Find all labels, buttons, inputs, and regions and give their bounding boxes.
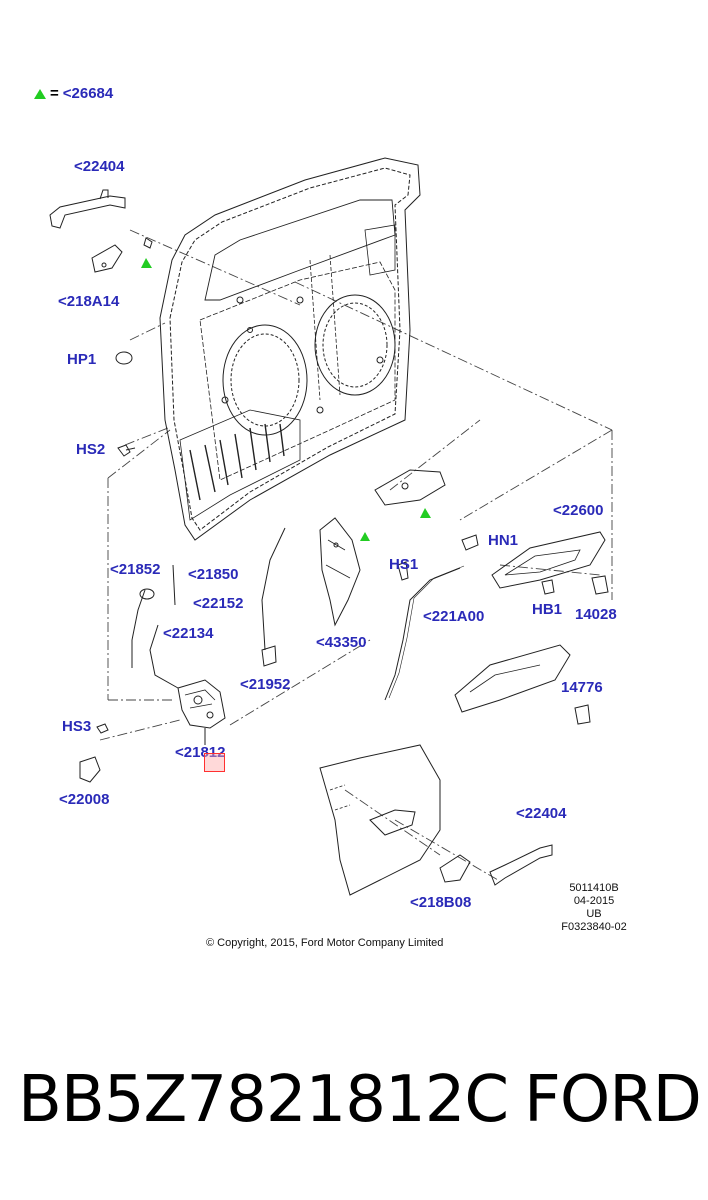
- callout-43350: <43350: [316, 634, 367, 651]
- leader-guide-lines: [99, 229, 613, 881]
- callout-22404-top: <22404: [74, 158, 125, 175]
- callout-221A00: <221A00: [423, 608, 485, 625]
- exterior-handle-rear: [489, 844, 553, 886]
- clip-21952: [261, 645, 277, 667]
- green-triangle-markers: [141, 258, 431, 541]
- callout-22152: <22152: [193, 595, 244, 612]
- door-outer-panel-lower: [319, 744, 441, 896]
- cable-221A00: [384, 565, 465, 701]
- callout-HS2: HS2: [76, 441, 106, 458]
- meta-line-3: UB: [586, 908, 602, 920]
- rod-22152: [261, 527, 286, 651]
- callout-21952: <21952: [240, 676, 291, 693]
- green-triangle-icon: [34, 88, 46, 99]
- meta-line-2: 04-2015: [573, 895, 615, 907]
- brand-name: FORD: [524, 1063, 702, 1137]
- switch-14776: [574, 704, 591, 725]
- plug-hp1: [115, 351, 133, 365]
- callout-21852: <21852: [110, 561, 161, 578]
- callout-22134: <22134: [163, 625, 214, 642]
- callout-218A14: <218A14: [58, 293, 120, 310]
- meta-line-1: 5011410B: [569, 882, 619, 894]
- reinforcement-43350: [319, 517, 361, 627]
- meta-line-4: F0323840-02: [561, 921, 627, 933]
- callout-22008: <22008: [59, 791, 110, 808]
- callout-22404-bottom: <22404: [516, 805, 567, 822]
- latch-rod-21852: [131, 588, 155, 668]
- legend-text: <26684: [62, 85, 114, 102]
- handle-bezel-rear: [439, 854, 471, 883]
- callout-HP1: HP1: [67, 351, 97, 368]
- callout-22600: <22600: [553, 502, 604, 519]
- screw-hs3: [96, 723, 109, 734]
- rod-22134: [149, 624, 179, 689]
- legend: = <26684: [34, 85, 113, 102]
- callout-HS1: HS1: [389, 556, 419, 573]
- handle-bezel-front: [91, 244, 123, 273]
- exterior-handle-front: [49, 189, 126, 229]
- legend-equals: =: [50, 85, 59, 102]
- hn1-part: [461, 534, 479, 551]
- diagram-meta: 5011410B 04-2015 UB F0323840-02: [548, 882, 640, 934]
- callout-218B08: <218B08: [410, 894, 472, 911]
- screw-hs1: [397, 561, 409, 581]
- callout-HB1: HB1: [532, 601, 563, 618]
- interior-handle-rear: [454, 644, 571, 713]
- part-number: BB5Z7821812C: [18, 1063, 509, 1137]
- callout-HN1: HN1: [488, 532, 519, 549]
- callout-14028: 14028: [575, 606, 617, 623]
- door-latch-exploded-diagram: [49, 157, 613, 896]
- screw-hs2: [117, 444, 136, 457]
- handle-bracket-upper: [374, 469, 446, 506]
- rod-21850: [172, 564, 176, 606]
- latch-assembly: [177, 679, 226, 745]
- callout-14776: 14776: [561, 679, 603, 696]
- lock-cylinder-22008: [79, 756, 101, 783]
- bolt-clip-top: [143, 237, 153, 249]
- interior-handle-22600: [491, 531, 606, 589]
- switch-14028: [591, 575, 609, 595]
- copyright-notice: © Copyright, 2015, Ford Motor Company Li…: [206, 937, 444, 949]
- callout-21812: <21812: [175, 744, 226, 761]
- highlight-marker: [204, 753, 225, 772]
- hb1-bolt: [541, 579, 555, 595]
- callout-21850: <21850: [188, 566, 239, 583]
- door-inner-panel: [159, 157, 421, 541]
- callout-HS3: HS3: [62, 718, 92, 735]
